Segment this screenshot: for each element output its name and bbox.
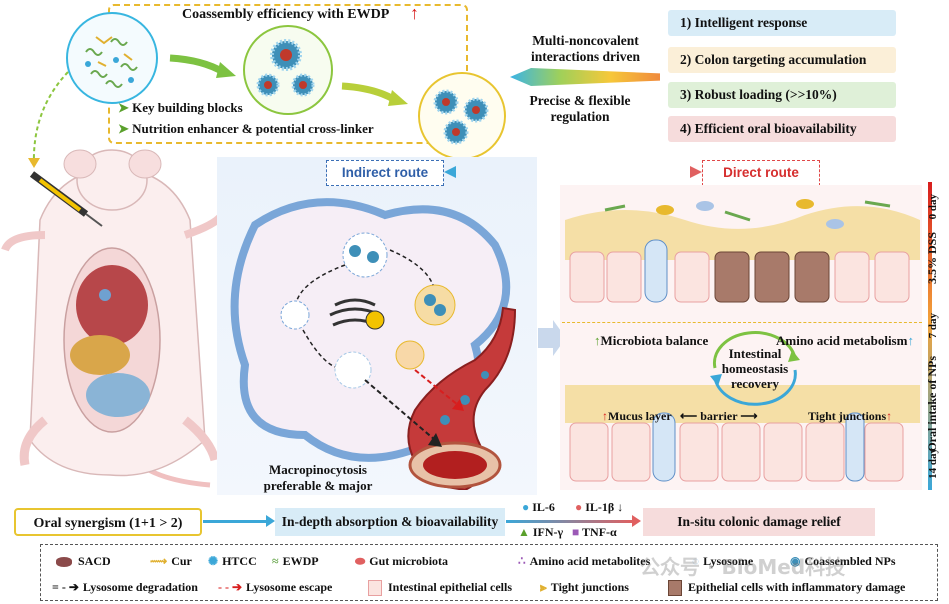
yellow-green-arrow-icon [341, 82, 408, 106]
timeline-oral: Oral intake of NPs [925, 356, 939, 452]
lysosome-degradation-arrow [364, 379, 442, 447]
feature-item-2: 2) Colon targeting accumulation [668, 47, 896, 73]
checkmark-icon: ➤ [118, 121, 129, 136]
barrier-text: ⟵ barrier ⟶ [680, 409, 758, 423]
indirect-route-label: Indirect route [326, 160, 444, 186]
inflamed-tissue-illustration [565, 199, 920, 303]
tight-junction-icon: ⫸ [540, 580, 547, 594]
timeline-day0: 0 day [927, 194, 939, 220]
down-arrow-icon: ↓ [617, 500, 624, 514]
legend-htcc: ✺HTCC [208, 554, 257, 568]
legend-amino: ∴Amino acid metabolites [518, 554, 651, 568]
flow-arrow-1 [203, 520, 268, 523]
legend-degradation: = - ➔Lysosome degradation [52, 580, 198, 594]
sacd-icon [56, 557, 72, 568]
syringe-icon [29, 171, 103, 227]
building-blocks-circle [66, 12, 158, 104]
legend-ewdp: ≈EWDP [272, 554, 319, 568]
up-arrow-icon: ↑ [907, 333, 914, 348]
watermark: 公众号 · BioMed科技 [640, 555, 846, 579]
to-direct-arrow [538, 320, 566, 356]
il1b-icon: ● [575, 500, 583, 514]
legend-frame [40, 544, 938, 601]
ewdp-icon: ≈ [272, 554, 279, 568]
flow-arrowhead-2 [632, 515, 641, 527]
coassembled-np-cluster-icon [433, 89, 489, 145]
legend-tight: ⫸Tight junctions [540, 580, 629, 594]
checkmark-icon: ➤ [118, 100, 129, 115]
amino-acid-icon: ∴ [518, 554, 526, 568]
driven-title: Multi-noncovalent interactions driven [530, 33, 641, 64]
timeline-day14: 14 day [927, 448, 939, 479]
gradient-arrow-icon [510, 68, 660, 86]
absorption-box: In-depth absorption & bioavailability [275, 508, 505, 536]
timeline-bar [928, 182, 932, 490]
direct-route-label: Direct route [702, 160, 820, 186]
feature-item-1: 1) Intelligent response [668, 10, 896, 36]
il6-icon: ● [522, 500, 530, 514]
route-double-arrow [444, 166, 702, 178]
green-arrow-icon [169, 54, 236, 78]
regulation-text: Precise & flexible regulation [529, 93, 631, 124]
cytokine-il1b: ● IL-1β ↓ [575, 500, 624, 514]
flow-arrowhead-1 [266, 515, 275, 527]
relief-box: In-situ colonic damage relief [643, 508, 875, 536]
dashed-path-arrow [28, 71, 69, 168]
lysosome-icon: ◌ [692, 554, 700, 568]
htcc-icon: ✺ [208, 554, 219, 568]
inflamed-cell-icon [668, 580, 682, 597]
ifng-icon: ▲ [518, 525, 530, 539]
timeline-divider [562, 322, 922, 323]
nanoparticle-circle [243, 25, 333, 115]
legend-escape: - - ➔Lysosome escape [218, 580, 333, 594]
mouse-illustration [1, 149, 226, 488]
tnfa-icon: ■ [572, 525, 580, 539]
cur-icon: ⟿ [150, 554, 168, 568]
legend-sacd: SACD [56, 554, 111, 569]
synergism-box: Oral synergism (1+1 > 2) [14, 508, 202, 536]
building-block-item-2: ➤ Nutrition enhancer & potential cross-l… [118, 121, 374, 136]
legend-coassembled: ◉Coassembled NPs [790, 554, 896, 568]
legend-microbiota: ⬬Gut microbiota [355, 554, 449, 568]
homeostasis-text: Intestinal homeostasis recovery [721, 346, 789, 391]
red-dashed-arrow-icon: - - ➔ [218, 580, 243, 594]
coassembled-np-icon: ◉ [790, 554, 801, 568]
timeline-dss: 3.5% DSS [925, 232, 939, 285]
homeostasis-cycle-icon [710, 331, 800, 406]
coassembly-title: Coassembly efficiency with EWDP [182, 7, 390, 22]
up-arrow-icon: ↑ [602, 409, 608, 423]
up-arrow-icon: ↑ [594, 333, 601, 348]
left-arrow-icon: ⟵ [680, 409, 698, 423]
legend-cur: ⟿Cur [150, 554, 192, 568]
microbiota-balance-text: ↑Microbiota balance [594, 333, 709, 348]
amino-acid-metabolism-text: Amino acid metabolism↑ [776, 333, 914, 348]
lysosome-escape-arrow [414, 369, 464, 411]
cytokine-il6: ● IL-6 [522, 500, 555, 514]
building-blocks-icon [85, 36, 138, 88]
epithelial-cell-icon [368, 580, 382, 597]
flow-arrow-2 [506, 520, 634, 523]
mucus-layer-text: ↑Mucus layer [602, 409, 672, 423]
cytokine-ifng: ▲ IFN-γ [518, 525, 564, 539]
legend-epithelial: Intestinal epithelial cells [368, 580, 512, 597]
building-block-item-1: ➤ Key building blocks [118, 100, 243, 115]
timeline-day7: 7 day [927, 313, 939, 339]
feature-item-3: 3) Robust loading (>>10%) [668, 82, 896, 108]
macropinocytosis-text: Macropinocytosis preferable & major [263, 462, 373, 493]
cytokine-tnfa: ■ TNF-α [572, 525, 617, 539]
recovered-tissue-illustration [565, 385, 920, 482]
legend-inflamed: Epithelial cells with inflammatory damag… [668, 580, 905, 597]
tight-junctions-text: Tight junctions↑ [808, 409, 893, 423]
up-arrow-icon: ↑ [410, 3, 419, 23]
microbiota-icon: ⬬ [355, 554, 366, 568]
feature-item-4: 4) Efficient oral bioavailability [668, 116, 896, 142]
black-dashed-arrow-icon: = - ➔ [52, 580, 79, 594]
up-arrow-icon: ↑ [886, 409, 893, 423]
right-arrow-icon: ⟶ [740, 409, 758, 423]
coassembled-np-icon [256, 39, 315, 97]
legend-lysosome: ◌Lysosome [692, 554, 754, 568]
